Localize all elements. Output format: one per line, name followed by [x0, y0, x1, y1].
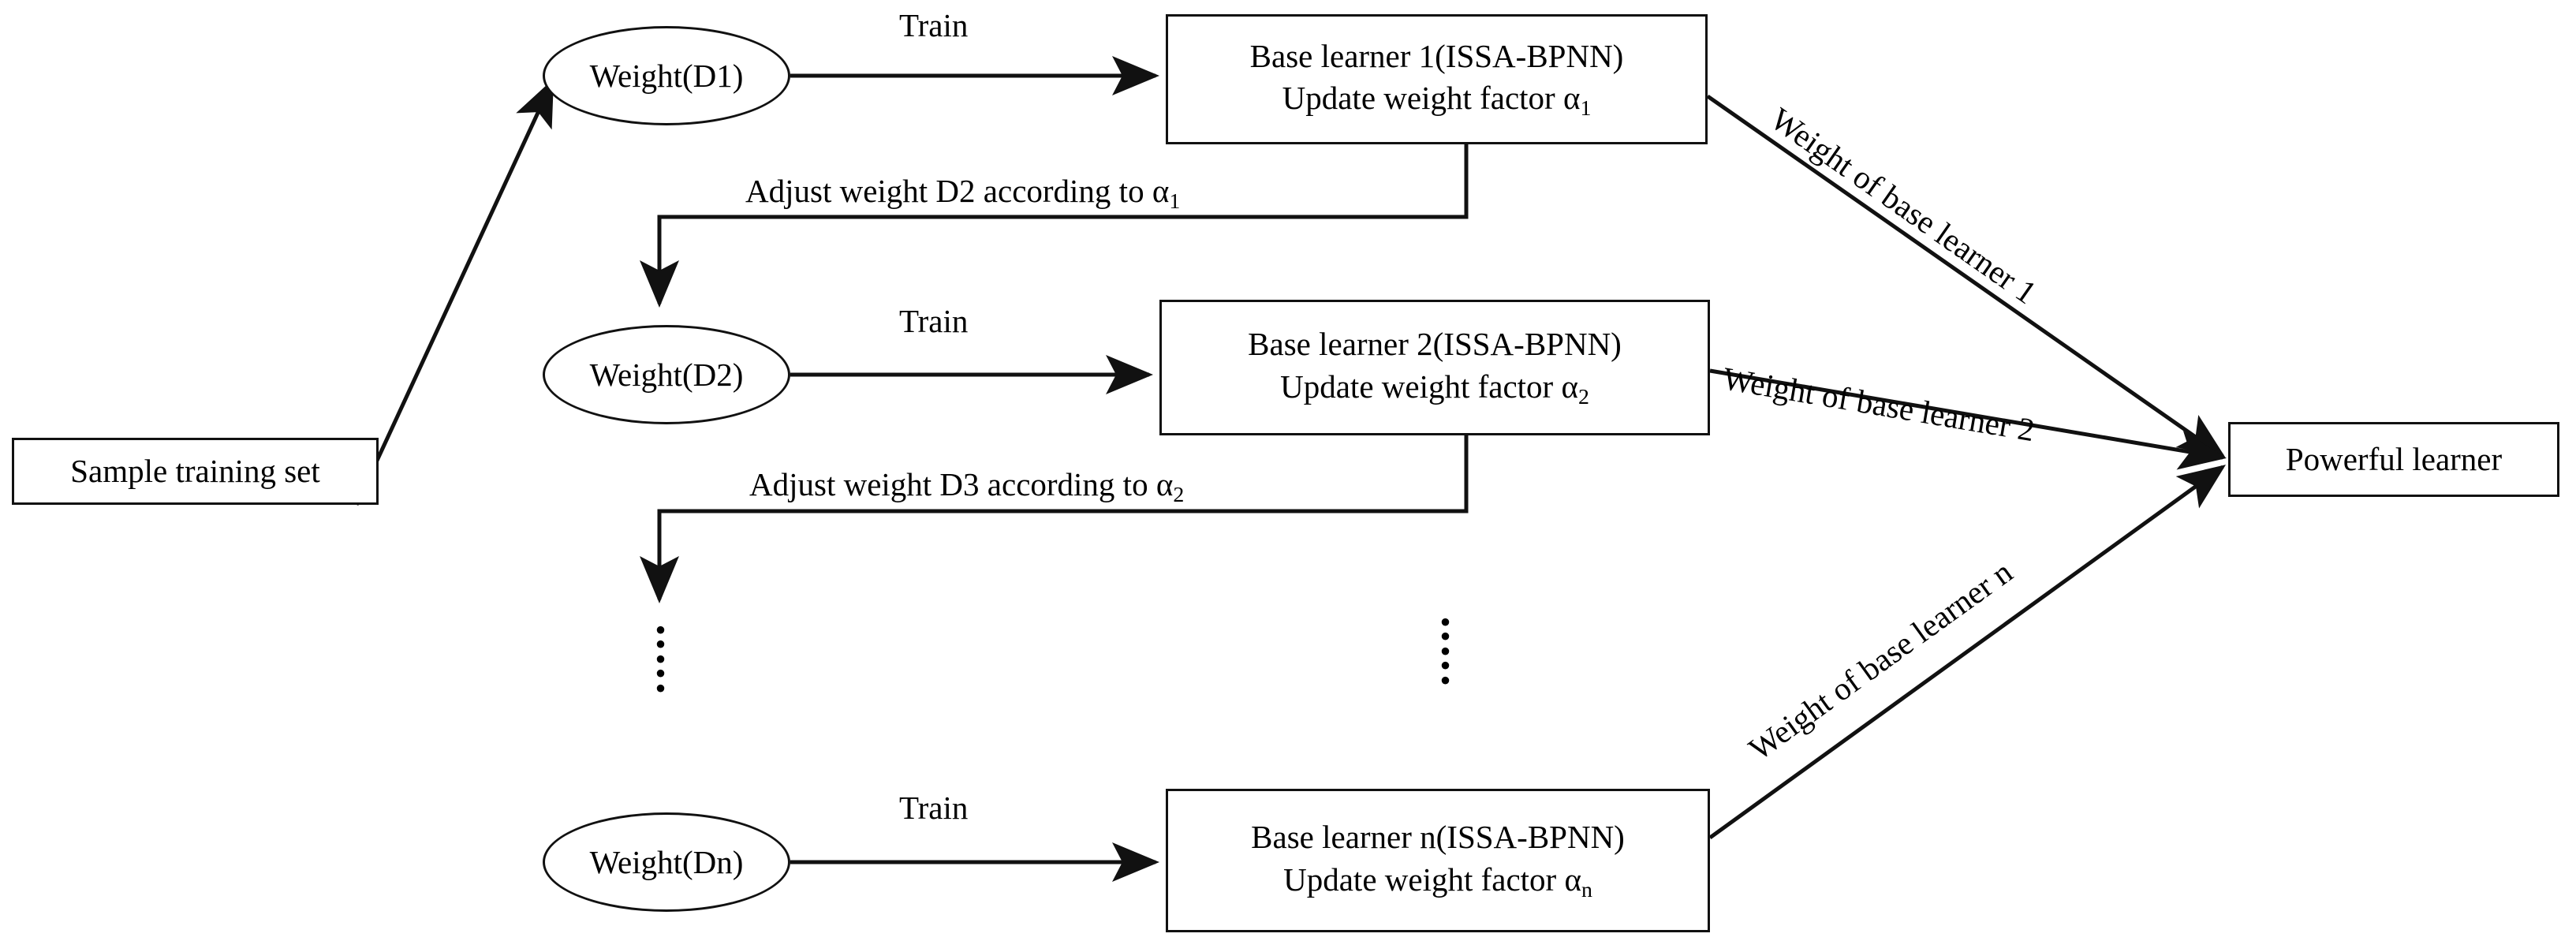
- node-sample-training-set[interactable]: Sample training set: [12, 438, 379, 505]
- adjust-d3-text: Adjust weight D3 according to α: [749, 466, 1174, 502]
- base-learner-2-alpha-text: Update weight factor α: [1280, 368, 1578, 405]
- powerful-learner-label: Powerful learner: [2285, 440, 2503, 477]
- node-weight-d2[interactable]: Weight(D2): [543, 325, 790, 424]
- edge-label-adjust-weight-d3: Adjust weight D3 according to α2: [749, 465, 1184, 508]
- edge-learner-1-to-powerful: [1706, 94, 2227, 458]
- base-learner-n-alpha-text: Update weight factor α: [1283, 861, 1581, 898]
- adjust-d3-sub: 2: [1173, 482, 1185, 507]
- base-learner-1-alpha-text: Update weight factor α: [1282, 80, 1581, 117]
- node-base-learner-2[interactable]: Base learner 2(ISSA-BPNN) Update weight …: [1159, 300, 1710, 435]
- edge-adjust-d2-feedback: [640, 144, 1469, 308]
- edge-label-train-1: Train: [899, 7, 969, 43]
- base-learner-1-line1: Base learner 1(ISSA-BPNN): [1249, 37, 1624, 74]
- node-powerful-learner[interactable]: Powerful learner: [2228, 422, 2559, 497]
- adjust-d2-text: Adjust weight D2 according to α: [745, 173, 1170, 209]
- base-learner-2-line2: Update weight factor α2: [1248, 366, 1622, 412]
- base-learner-2-line1: Base learner 2(ISSA-BPNN): [1248, 326, 1622, 363]
- weight-d2-label: Weight(D2): [589, 357, 744, 393]
- sample-training-set-label: Sample training set: [70, 452, 320, 489]
- weight-dn-label: Weight(Dn): [589, 844, 744, 880]
- base-learner-1-line2: Update weight factor α1: [1250, 77, 1624, 123]
- weight-d1-label: Weight(D1): [589, 58, 744, 94]
- edge-sample-to-weight-d1: [354, 78, 554, 506]
- edge-adjust-d3-feedback: [640, 435, 1469, 603]
- vertical-ellipsis-right: •••••: [1439, 604, 1451, 698]
- edge-label-adjust-weight-d2: Adjust weight D2 according to α1: [745, 172, 1180, 215]
- base-learner-n-line2: Update weight factor αn: [1251, 859, 1625, 905]
- base-learner-n-alpha-sub: n: [1581, 877, 1592, 902]
- edge-label-train-2: Train: [899, 303, 969, 339]
- node-weight-d1[interactable]: Weight(D1): [543, 26, 790, 125]
- base-learner-2-alpha-sub: 2: [1577, 384, 1589, 409]
- node-base-learner-1[interactable]: Base learner 1(ISSA-BPNN) Update weight …: [1166, 14, 1708, 144]
- adjust-d2-sub: 1: [1169, 189, 1181, 214]
- vertical-ellipsis-left: •••••: [655, 612, 666, 706]
- base-learner-n-line1: Base learner n(ISSA-BPNN): [1251, 819, 1625, 856]
- base-learner-1-alpha-sub: 1: [1580, 95, 1592, 121]
- edge-label-train-n: Train: [899, 790, 969, 826]
- edge-learner-n-to-powerful: [1708, 465, 2227, 840]
- node-base-learner-n[interactable]: Base learner n(ISSA-BPNN) Update weight …: [1166, 789, 1710, 932]
- edge-learner-2-to-powerful: [1709, 368, 2227, 470]
- node-weight-dn[interactable]: Weight(Dn): [543, 812, 790, 912]
